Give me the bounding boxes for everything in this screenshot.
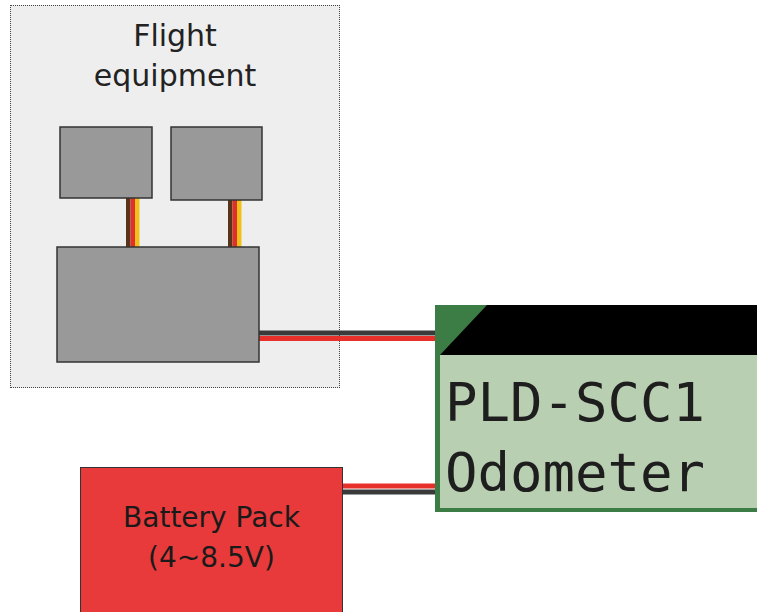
- cable-wire: [259, 330, 340, 335]
- power-cable: [340, 333, 435, 339]
- servo-box: [60, 127, 152, 198]
- servo-wire: [232, 200, 237, 247]
- cable-wire: [343, 490, 435, 495]
- power-cable: [343, 486, 435, 492]
- cable-wire: [343, 484, 435, 489]
- servo-wire: [228, 200, 233, 247]
- receiver-box: [57, 247, 259, 362]
- node-text: Odometer: [445, 438, 757, 508]
- servo-wire: [130, 198, 135, 247]
- node-text: Battery Pack (4~8.5V): [99, 498, 324, 578]
- servo-wire: [135, 198, 140, 247]
- node-text: Flight equipment: [80, 16, 270, 96]
- servo-wire: [126, 198, 131, 247]
- lcd-bezel: [440, 305, 757, 355]
- cable-wire: [259, 336, 340, 341]
- servo-wire: [237, 200, 242, 247]
- odometer-display: PLD-SCC1Odometer: [435, 305, 757, 512]
- cable-wire: [340, 331, 435, 336]
- lcd-screen: [440, 355, 757, 508]
- equipment-region: Flight equipment: [10, 5, 340, 388]
- cable-wire: [340, 336, 435, 341]
- node-text: PLD-SCC1: [445, 368, 757, 438]
- battery-pack: Battery Pack (4~8.5V): [80, 467, 343, 612]
- servo-box: [171, 127, 262, 200]
